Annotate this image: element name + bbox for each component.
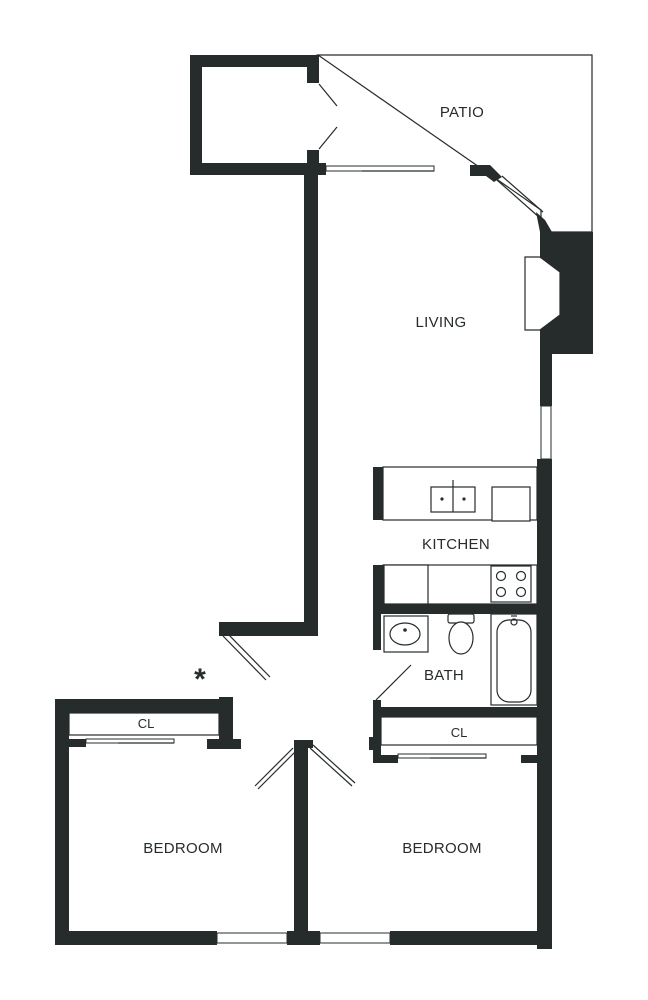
storage-wall-top: [190, 55, 318, 67]
bedroom-left-area: CL BEDROOM: [55, 697, 288, 945]
storage-door-upper: [318, 83, 338, 107]
bedroom-right-label: BEDROOM: [402, 840, 482, 857]
angled-door-inner: [501, 175, 544, 213]
bath-wall-left: [373, 604, 381, 650]
kitchen-area: KITCHEN: [373, 459, 552, 949]
bath-area: BATH: [373, 604, 552, 717]
entry-wall-bottom: [219, 622, 318, 636]
kitchen-label: KITCHEN: [422, 536, 490, 553]
closet-right-label: CL: [451, 725, 468, 740]
kitchen-wall-stub-upper: [373, 467, 383, 520]
bath-sink: [383, 615, 429, 653]
bedroom-left-door: [254, 747, 294, 787]
entry-door-inner: [226, 632, 271, 678]
bath-label: BATH: [424, 667, 464, 684]
bedroom-left-label: BEDROOM: [143, 840, 223, 857]
toilet: [447, 613, 475, 655]
bath-door: [375, 664, 412, 701]
angled-wall-bottom: [536, 212, 552, 232]
angled-wall-top: [470, 165, 502, 182]
angled-door: [496, 179, 541, 219]
entry-door: [222, 635, 267, 681]
bathtub: [490, 613, 538, 706]
entry-marker: *: [194, 663, 206, 696]
bedroom-right-area: BEDROOM: [287, 740, 552, 945]
bath-wall-left-lower: [373, 700, 381, 717]
bedroom-left-door-inner: [257, 750, 297, 790]
bedroom-right-door-inner: [312, 744, 356, 784]
closet-right-wall-stub: [369, 737, 375, 750]
bedroom-right-door: [309, 747, 353, 787]
closet-right-wall-bottom-left: [373, 755, 398, 763]
patio-area: PATIO: [190, 54, 593, 233]
bedroom-left-wall-top: [55, 699, 220, 713]
bath-wall-bottom: [373, 707, 552, 717]
patio-label: PATIO: [440, 104, 484, 121]
closet-left-wall-bottom-left: [69, 739, 86, 747]
bedroom-right-wall-bottom: [390, 931, 552, 945]
kitchen-wall-right: [537, 459, 552, 949]
patio-slider-track: [325, 165, 435, 172]
living-label: LIVING: [416, 314, 467, 331]
closet-right-shelf: [380, 716, 538, 746]
storage-door-lower: [318, 126, 338, 150]
living-wall-right: [540, 354, 552, 406]
kitchen-sink: [430, 480, 476, 513]
storage-wall-bottom: [190, 163, 326, 175]
closet-left-label: CL: [138, 716, 155, 731]
stove: [490, 565, 532, 603]
bedroom-left-wall-bottom: [55, 931, 217, 945]
kitchen-wall-stub-lower: [373, 565, 383, 604]
patio-outline: [316, 54, 593, 233]
bedroom-left-wall-left: [55, 699, 69, 944]
bedroom-bottom-post: [287, 931, 320, 945]
bath-wall-top: [373, 604, 552, 614]
closet-right-area: CL: [369, 716, 538, 763]
closet-right-wall-bottom-right: [521, 755, 537, 763]
bedroom-divider-wall: [294, 740, 308, 944]
closet-left-wall-right: [219, 697, 233, 749]
bedroom-left-window: [216, 932, 288, 944]
dishwasher: [491, 486, 531, 522]
bedroom-divider-cap: [294, 740, 313, 748]
living-wall-left: [304, 163, 318, 636]
storage-wall-right-upper: [307, 55, 319, 83]
living-window: [540, 405, 552, 460]
storage-wall-left: [190, 55, 202, 175]
closet-left-wall-bottom-right: [207, 739, 241, 749]
refrigerator: [383, 564, 429, 605]
closet-right-wall-left: [373, 717, 381, 762]
fireplace-hearth: [524, 256, 561, 331]
closet-left-shelf: [68, 712, 220, 736]
bedroom-right-window: [319, 932, 391, 944]
doors: [222, 632, 356, 790]
